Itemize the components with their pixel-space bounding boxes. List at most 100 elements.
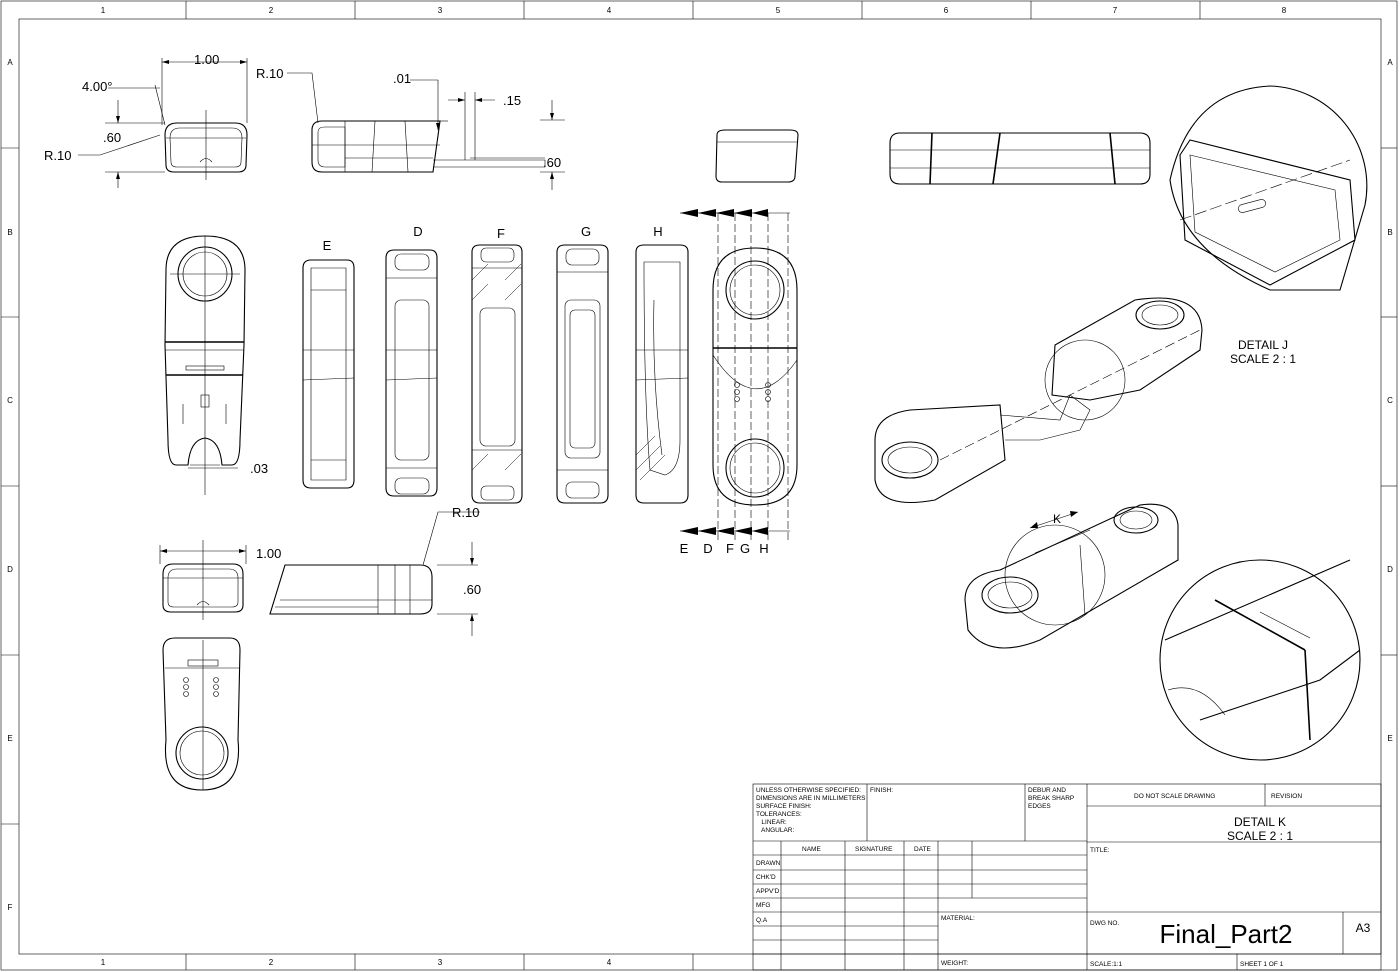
section-label-e: E <box>323 238 332 253</box>
title-block-text: UNLESS OTHERWISE SPECIFIED: DIMENSIONS A… <box>756 787 1302 968</box>
detail-k-caption: DETAIL K SCALE 2 : 1 <box>1227 815 1293 843</box>
row-chkd: CHK'D <box>756 874 776 881</box>
view-iso-assembled <box>964 503 1179 649</box>
note-line-2: DIMENSIONS ARE IN MILLIMETERS <box>756 795 866 802</box>
detail-j-scale: SCALE 2 : 1 <box>1230 352 1296 366</box>
zone-row-a: A <box>7 58 13 67</box>
row-drawn: DRAWN <box>756 860 781 867</box>
note-line-1: UNLESS OTHERWISE SPECIFIED: <box>756 787 861 794</box>
zone-col-4: 4 <box>607 6 612 15</box>
col-signature: SIGNATURE <box>855 846 893 853</box>
zone-col-2-bottom: 2 <box>269 958 274 967</box>
view-top-side-dims: R.10 .01 .15 .60 <box>256 66 561 170</box>
detail-j-label: DETAIL J <box>1238 338 1288 352</box>
section-label-h: H <box>653 224 662 239</box>
view-top-end <box>78 58 248 188</box>
zone-row-e-right: E <box>1387 734 1392 743</box>
weight-label: WEIGHT: <box>941 960 968 967</box>
debur-line-3: EDGES <box>1028 803 1051 810</box>
view-front <box>164 235 246 495</box>
zone-col-3: 3 <box>438 6 443 15</box>
zone-col-7: 7 <box>1113 6 1118 15</box>
zone-col-3-bottom: 3 <box>438 958 443 967</box>
view-bottom-side <box>269 511 480 636</box>
section-g <box>556 244 609 504</box>
note-line-3: SURFACE FINISH: <box>756 803 812 810</box>
row-qa: Q.A <box>756 917 768 924</box>
dim-width-bottom: 1.00 <box>256 546 281 561</box>
zone-row-c-right: C <box>1387 396 1393 405</box>
part-name: Final_Part2 <box>1160 919 1293 949</box>
view-cap-small <box>715 129 799 183</box>
row-appvd: APPV'D <box>756 888 780 895</box>
section-label-f: F <box>497 226 505 241</box>
dim-height-top: .60 <box>103 130 121 145</box>
dim-height-bottom: .60 <box>463 582 481 597</box>
zone-col-2: 2 <box>269 6 274 15</box>
dim-radius-top-a: R.10 <box>44 148 71 163</box>
row-mfg: MFG <box>756 902 770 909</box>
dim-gap: .01 <box>393 71 411 86</box>
dim-offset: .15 <box>503 93 521 108</box>
note-line-5: LINEAR: <box>756 819 787 826</box>
debur-line-2: BREAK SHARP <box>1028 795 1074 802</box>
detail-k-title: DETAIL K <box>1234 815 1286 829</box>
zone-col-6: 6 <box>944 6 949 15</box>
cut-label-d: D <box>703 541 712 556</box>
section-h <box>635 244 689 504</box>
zone-col-4-bottom: 4 <box>607 958 612 967</box>
dim-radius-bottom: R.10 <box>452 505 479 520</box>
revision-label: REVISION <box>1271 793 1302 800</box>
zone-row-b: B <box>7 228 12 237</box>
zone-row-f: F <box>8 903 13 912</box>
view-iso-exploded <box>874 297 1203 504</box>
section-d <box>385 249 438 497</box>
debur-line-1: DEBUR AND <box>1028 787 1066 794</box>
view-bottom-end <box>159 540 247 620</box>
note-line-6: ANGULAR: <box>756 827 794 834</box>
zone-col-1-bottom: 1 <box>101 958 106 967</box>
sheet-label: SHEET 1 OF 1 <box>1240 961 1284 968</box>
detail-j-view <box>1169 85 1368 291</box>
dim-radius-side: R.10 <box>256 66 283 81</box>
cut-label-e: E <box>680 541 689 556</box>
zone-labels: 1 2 3 4 5 6 7 8 1 2 3 4 A B C D E F A B … <box>7 6 1393 967</box>
dim-height-side: .60 <box>543 155 561 170</box>
dim-angle: 4.00° <box>82 79 113 94</box>
sheet-size: A3 <box>1356 921 1371 935</box>
zone-col-5: 5 <box>776 6 781 15</box>
inner-frame <box>18 18 1382 955</box>
cut-label-f: F <box>726 541 734 556</box>
view-bottom-plan <box>162 637 241 791</box>
view-top-right <box>889 132 1151 185</box>
dim-slot: .03 <box>250 461 268 476</box>
zone-row-c: C <box>7 396 13 405</box>
dim-width-top: 1.00 <box>194 52 219 67</box>
view-bottom-side-dims: R.10 .60 <box>452 505 481 597</box>
finish-label: FINISH: <box>870 787 893 794</box>
dwg-no-label: DWG NO. <box>1090 920 1119 927</box>
cut-label-h: H <box>759 541 768 556</box>
cut-labels: E D F G H <box>680 541 769 556</box>
section-label-g: G <box>581 224 591 239</box>
zone-col-1: 1 <box>101 6 106 15</box>
zone-row-b-right: B <box>1387 228 1392 237</box>
section-f <box>471 244 523 504</box>
note-line-4: TOLERANCES: <box>756 811 802 818</box>
do-not-scale: DO NOT SCALE DRAWING <box>1134 793 1215 800</box>
section-labels: E D F G H <box>323 224 663 253</box>
zone-row-d: D <box>7 565 13 574</box>
zone-row-a-right: A <box>1387 58 1393 67</box>
col-date: DATE <box>914 846 932 853</box>
detail-k-scale: SCALE 2 : 1 <box>1227 829 1293 843</box>
title-block-lines <box>752 783 1382 971</box>
view-top-side <box>287 72 565 190</box>
zone-row-e: E <box>7 734 12 743</box>
view-section-cuts <box>680 209 798 540</box>
zone-row-d-right: D <box>1387 565 1393 574</box>
view-top-end-dims: 1.00 4.00° .60 R.10 <box>44 52 219 163</box>
section-label-d: D <box>413 224 422 239</box>
